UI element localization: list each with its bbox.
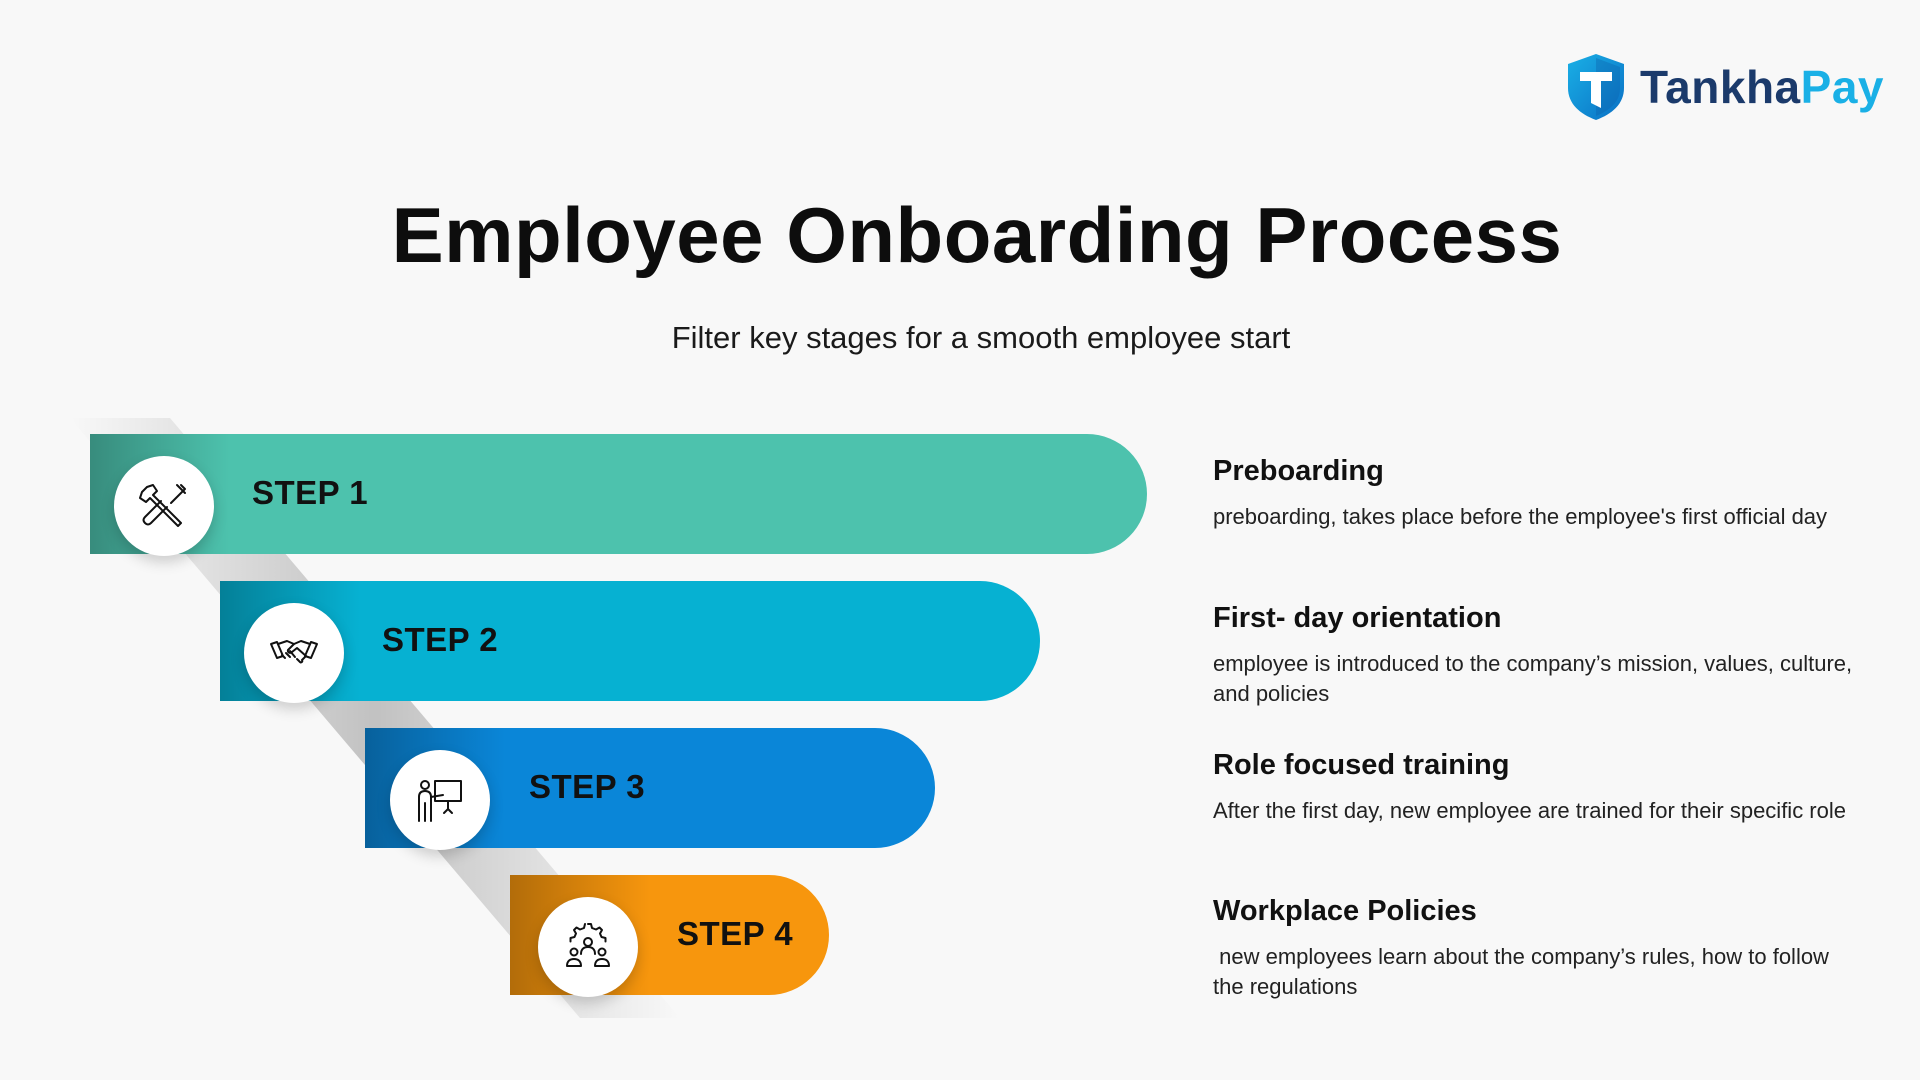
step-3-heading: Role focused training [1213, 749, 1510, 781]
presentation-icon [418, 780, 462, 822]
step-1-text: preboarding, takes place before the empl… [1213, 504, 1828, 529]
step-1-heading: Preboarding [1213, 455, 1384, 487]
brand-name: TankhaPay [1640, 64, 1884, 110]
step-1-icon-badge [114, 456, 214, 556]
step-4-label: STEP 4 [677, 915, 794, 952]
page-subtitle: Filter key stages for a smooth employee … [671, 320, 1291, 355]
step-3-description: Role focused training After the first da… [1213, 749, 1853, 826]
page-title: Employee Onboarding Process [391, 191, 1563, 279]
step-4-description: Workplace Policies new employees learn a… [1213, 895, 1853, 1002]
brand-logo: TankhaPay [1564, 52, 1884, 122]
step-2-text: employee is introduced to the company’s … [1213, 651, 1853, 706]
step-3-label: STEP 3 [529, 768, 646, 805]
step-3-text: After the first day, new employee are tr… [1213, 798, 1846, 823]
shield-logo-icon [1568, 54, 1624, 120]
step-1-description: Preboarding preboarding, takes place bef… [1213, 455, 1853, 532]
step-1-label: STEP 1 [252, 474, 369, 511]
step-4-heading: Workplace Policies [1213, 895, 1477, 927]
step-2-label: STEP 2 [382, 621, 499, 658]
handshake-icon [270, 640, 318, 664]
brand-name-part1: Tankha [1640, 61, 1801, 113]
step-2-icon-badge [244, 603, 344, 703]
tools-icon [139, 484, 186, 527]
step-2-bar [220, 581, 1040, 701]
step-3-icon-badge [390, 750, 490, 850]
step-4-text: new employees learn about the company’s … [1213, 944, 1836, 999]
step-4-icon-badge [538, 897, 638, 997]
team-gear-icon [566, 923, 610, 967]
step-1-bar [90, 434, 1147, 554]
funnel-shadow [70, 418, 680, 1018]
step-2-heading: First- day orientation [1213, 602, 1502, 634]
brand-name-part2: Pay [1800, 61, 1884, 113]
step-2-description: First- day orientation employee is intro… [1213, 602, 1853, 709]
onboarding-funnel: STEP 1 STEP 2 STE [0, 400, 1180, 1040]
